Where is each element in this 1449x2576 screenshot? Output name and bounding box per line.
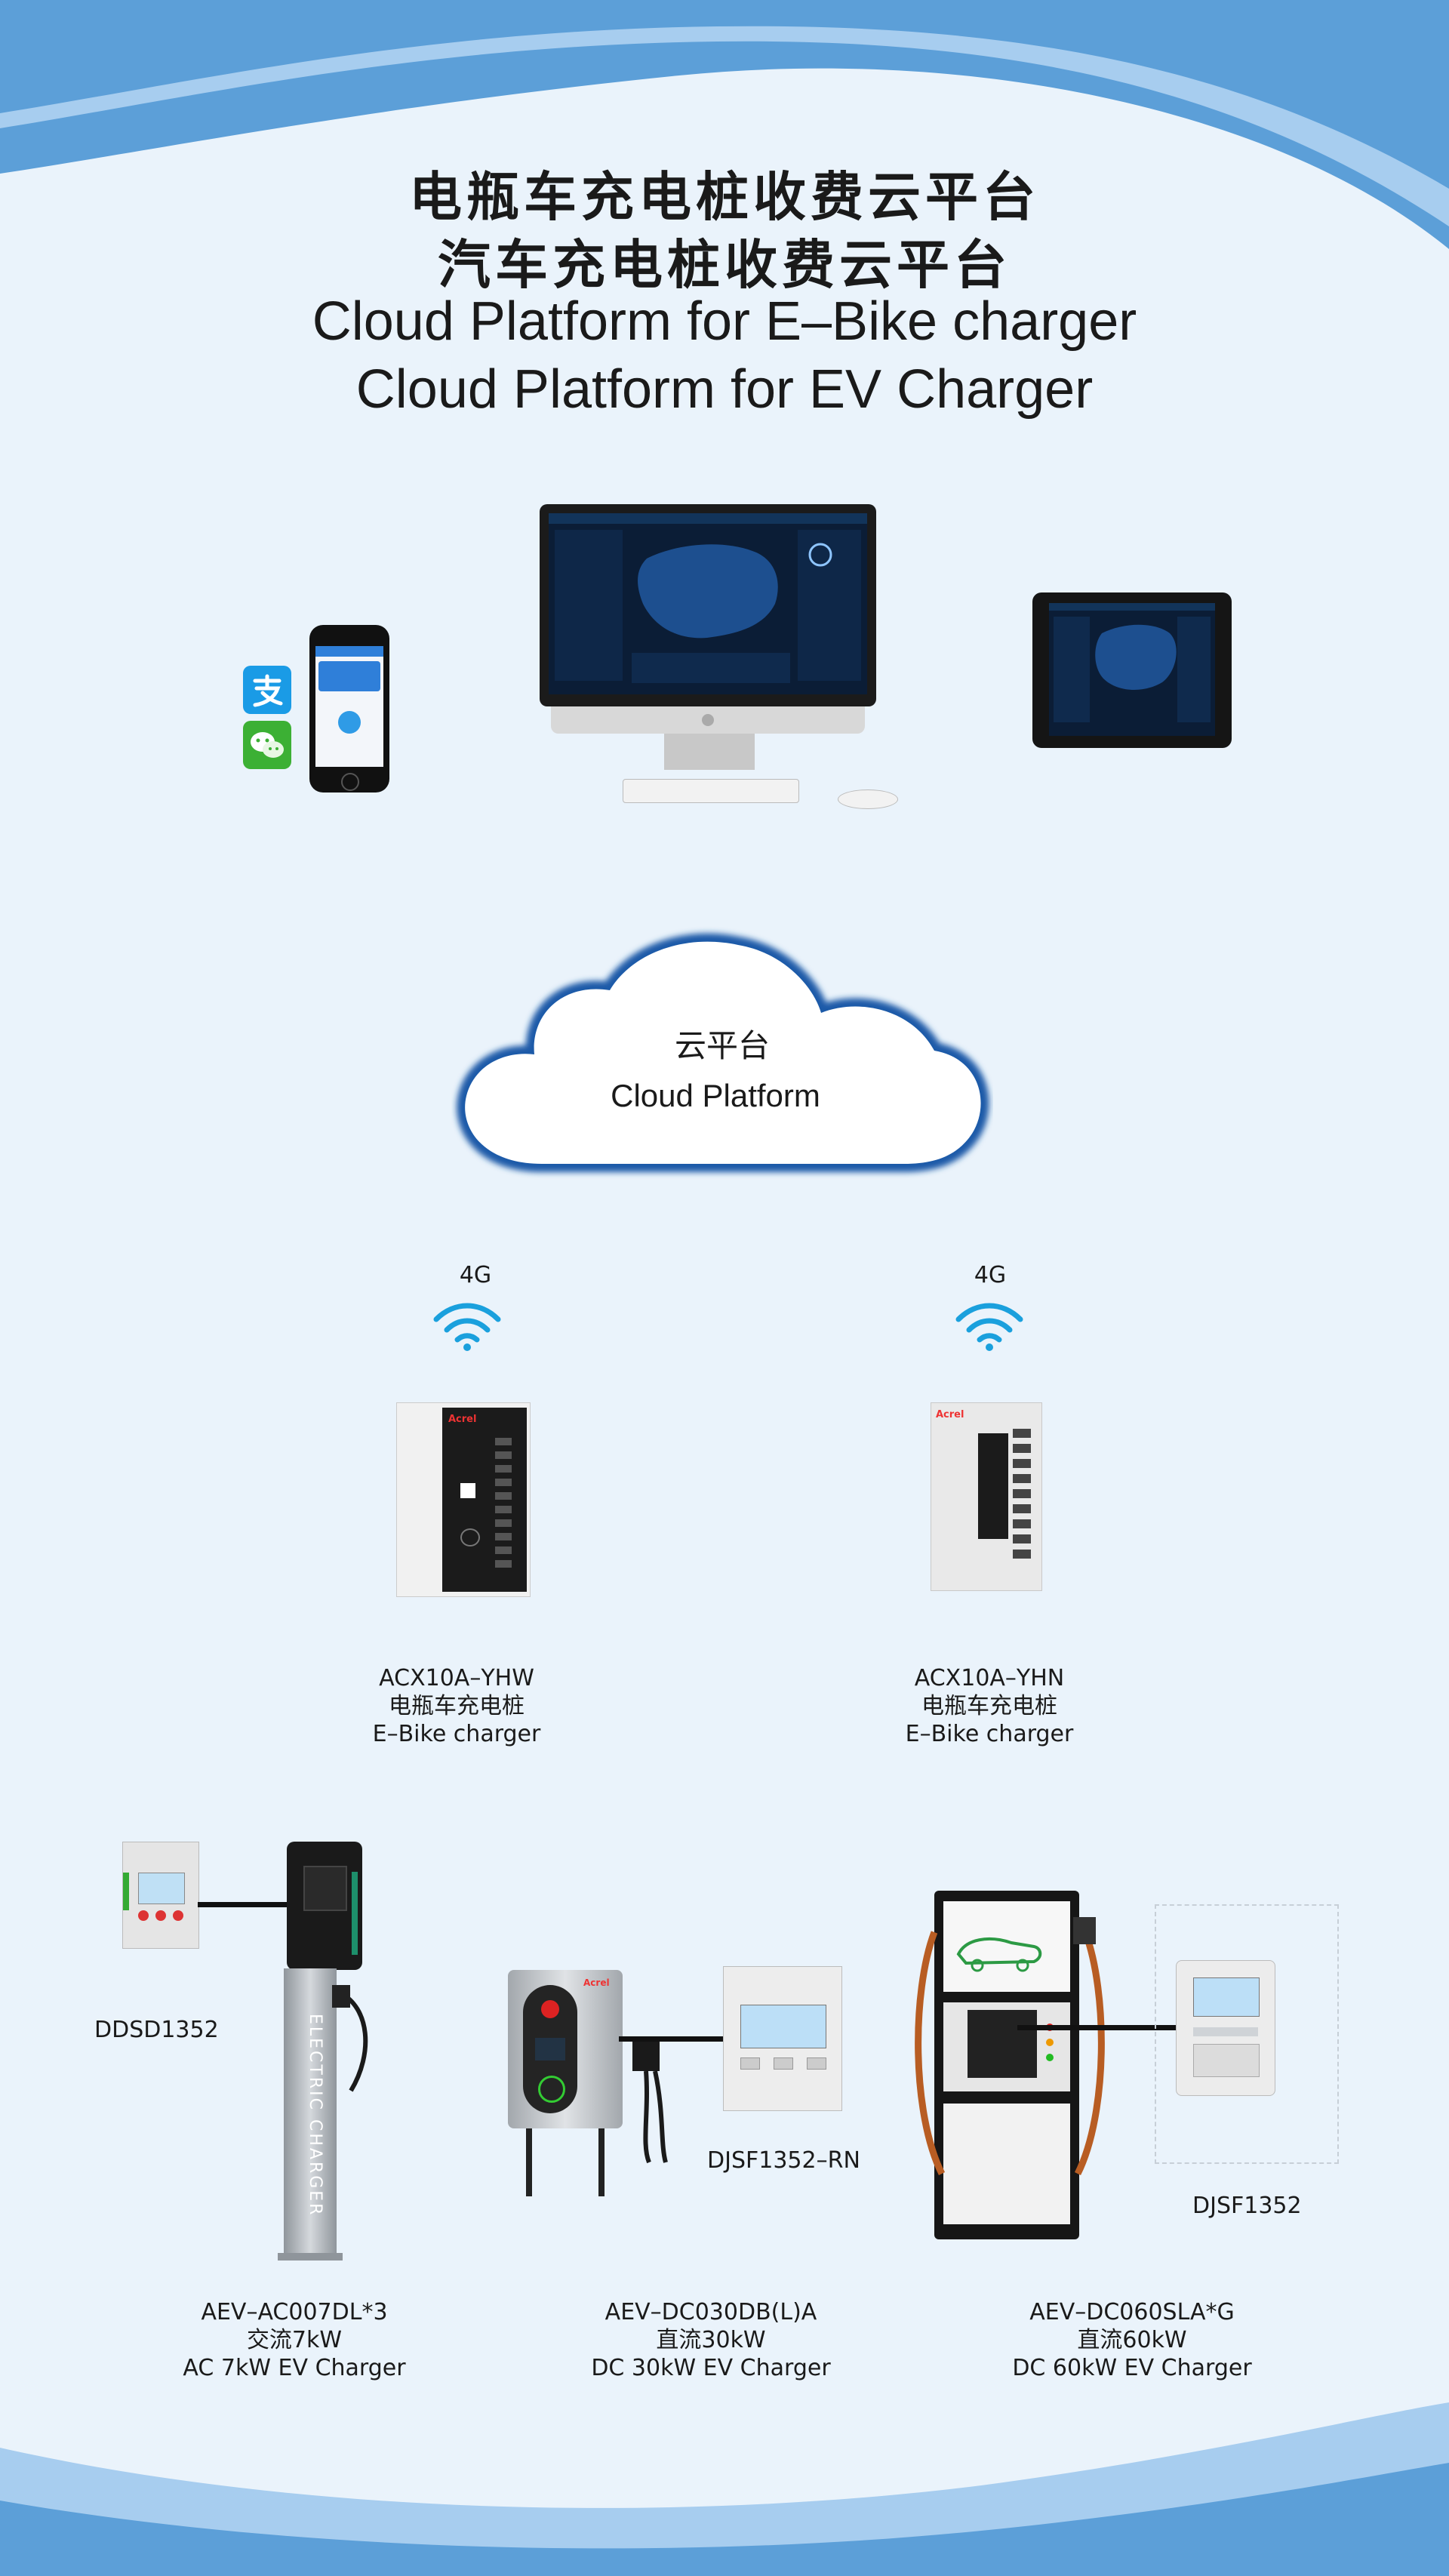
cloud-label-cn: 云平台 xyxy=(674,1027,770,1064)
ebike-charger-yhn: Acrel xyxy=(931,1402,1042,1591)
alipay-icon xyxy=(243,666,291,714)
ac-charger-head xyxy=(287,1842,362,1970)
ev-charger-label-dc60: AEV–DC060SLA*G 直流60kW DC 60kW EV Charger xyxy=(989,2298,1275,2382)
title-line-en-ev: Cloud Platform for EV Charger xyxy=(355,359,1094,420)
ev-type-en: DC 60kW EV Charger xyxy=(1012,2355,1252,2381)
background-wave-top xyxy=(0,0,1449,249)
pole-text: ELECTRIC CHARGER xyxy=(306,2014,325,2217)
ebike-model: ACX10A–YHW xyxy=(379,1665,534,1691)
title-line-cn-ev: 汽车充电桩收费云平台 xyxy=(438,234,1011,296)
wifi-icon xyxy=(955,1303,1023,1351)
title-line-en-ebike: Cloud Platform for E–Bike charger xyxy=(312,291,1137,352)
monitor-dashboard-screen xyxy=(549,513,867,694)
network-label-right: 4G xyxy=(974,1262,1007,1288)
meter-enclosure-outline xyxy=(1155,1904,1339,2164)
ev-model: AEV–DC060SLA*G xyxy=(1029,2299,1235,2325)
meter-label-right: DJSF1352 xyxy=(1192,2193,1302,2219)
charging-cables xyxy=(915,1917,1105,2176)
ev-charger-label-ac7: AEV–AC007DL*3 交流7kW AC 7kW EV Charger xyxy=(151,2298,438,2382)
pole-base xyxy=(278,2253,343,2261)
meter-label-left: DDSD1352 xyxy=(94,2017,219,2043)
meter-label-middle: DJSF1352–RN xyxy=(707,2147,860,2174)
monitor-chin xyxy=(551,706,865,734)
desktop-monitor xyxy=(540,504,876,706)
ev-type-cn: 交流7kW xyxy=(246,2327,343,2353)
brand-logo: Acrel xyxy=(583,1977,610,1988)
mouse xyxy=(838,789,898,809)
ebike-type-cn: 电瓶车充电桩 xyxy=(921,1693,1057,1719)
brand-logo: Acrel xyxy=(448,1414,477,1425)
ev-type-en: DC 30kW EV Charger xyxy=(591,2355,831,2381)
brand-logo: Acrel xyxy=(936,1409,964,1420)
wechat-icon xyxy=(243,721,291,769)
wifi-icon xyxy=(433,1303,501,1351)
ebike-type-cn: 电瓶车充电桩 xyxy=(389,1693,525,1719)
keyboard xyxy=(623,779,799,803)
connection-wire xyxy=(619,2036,724,2042)
ev-model: AEV–DC030DB(L)A xyxy=(605,2299,817,2325)
ebike-type-en: E–Bike charger xyxy=(372,1721,541,1747)
ebike-model: ACX10A–YHN xyxy=(914,1665,1065,1691)
ac-charger-pole: ELECTRIC CHARGER xyxy=(284,1968,337,2255)
dc30-leg-left xyxy=(526,2128,532,2196)
ebike-charger-label-yhn: ACX10A–YHN 电瓶车充电桩 E–Bike charger xyxy=(842,1664,1137,1748)
ev-type-cn: 直流30kW xyxy=(656,2327,766,2353)
tablet xyxy=(1032,592,1232,748)
dc60-charger-cabinet xyxy=(934,1891,1079,2239)
ebike-type-en: E–Bike charger xyxy=(905,1721,1074,1747)
ev-charger-label-dc30: AEV–DC030DB(L)A 直流30kW DC 30kW EV Charge… xyxy=(568,2298,854,2382)
tablet-dashboard-screen xyxy=(1049,603,1215,736)
connection-wire xyxy=(1017,2025,1176,2030)
ebike-charger-label-yhw: ACX10A–YHW 电瓶车充电桩 E–Bike charger xyxy=(309,1664,604,1748)
ev-type-cn: 直流60kW xyxy=(1077,2327,1187,2353)
network-label-left: 4G xyxy=(459,1262,492,1288)
dc30-leg-right xyxy=(598,2128,605,2196)
ebike-charger-yhw: Acrel xyxy=(396,1402,531,1597)
ebike-charger-panel: Acrel xyxy=(442,1408,527,1592)
monitor-stand xyxy=(664,734,755,770)
charging-cable xyxy=(632,2036,668,2164)
dc30-charger: Acrel xyxy=(508,1970,623,2128)
ev-type-en: AC 7kW EV Charger xyxy=(183,2355,406,2381)
meter-ddsd1352 xyxy=(122,1842,199,1949)
charging-cable xyxy=(332,1985,368,2092)
meter-djsf1352-rn xyxy=(723,1966,842,2111)
meter-djsf1352 xyxy=(1176,1960,1275,2096)
cloud-label-en: Cloud Platform xyxy=(611,1078,820,1113)
cloud-shape xyxy=(457,933,989,1172)
background-wave-bottom xyxy=(0,2402,1449,2576)
smartphone xyxy=(309,625,389,792)
title-line-cn-ebike: 电瓶车充电桩收费云平台 xyxy=(409,166,1040,228)
connection-wire xyxy=(198,1902,311,1907)
phone-screen xyxy=(315,646,383,767)
ev-model: AEV–AC007DL*3 xyxy=(201,2299,388,2325)
